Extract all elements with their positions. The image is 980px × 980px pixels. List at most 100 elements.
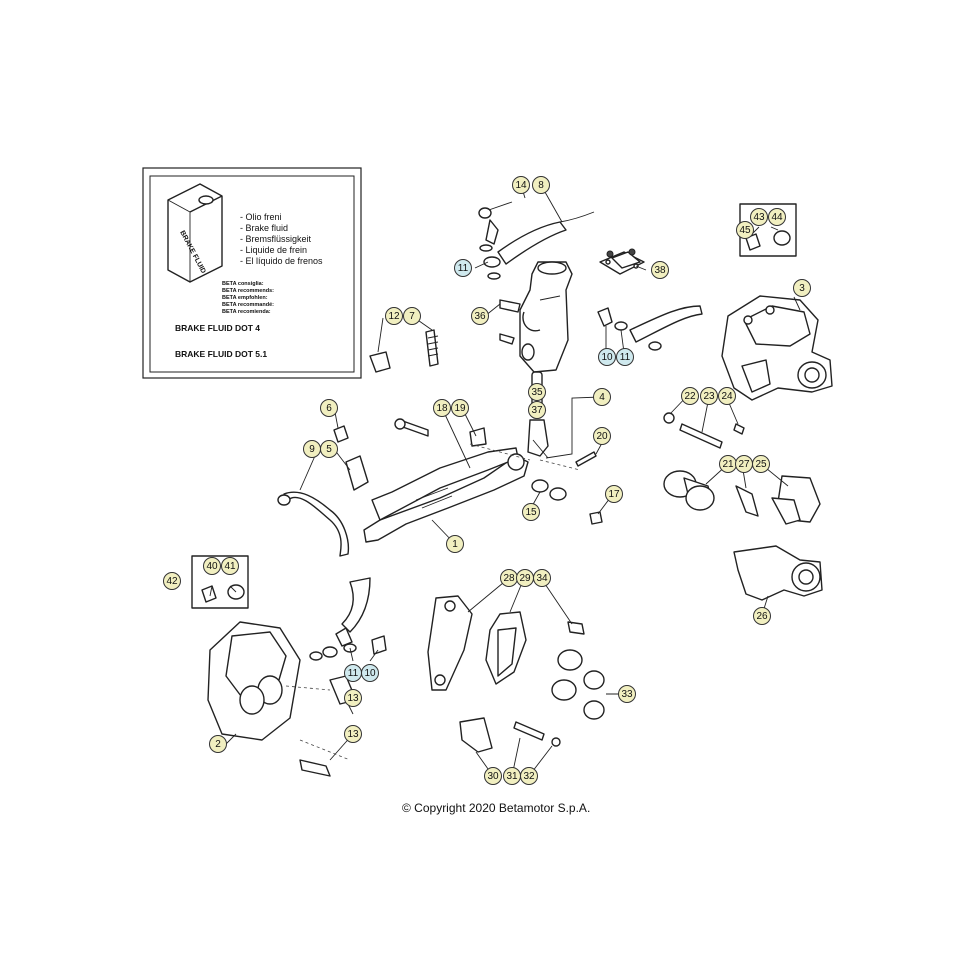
callout-5: 5: [320, 440, 338, 458]
callout-label: 18: [436, 403, 448, 414]
callout-1: 1: [446, 535, 464, 553]
callout-20: 20: [593, 427, 611, 445]
front-pistons: [551, 649, 605, 720]
callout-circle: [320, 399, 338, 417]
callout-label: 27: [738, 459, 750, 470]
callout-circle: [344, 725, 362, 743]
front-pins: [459, 717, 561, 753]
callout-circle: [484, 767, 502, 785]
callout-label: 11: [458, 263, 469, 274]
callout-label: 11: [620, 352, 631, 363]
return-spring: [369, 329, 439, 373]
callout-label: 13: [347, 729, 359, 740]
recommend-3: BETA empfohlen:: [222, 295, 268, 301]
callout-label: 22: [684, 391, 696, 402]
callout-circle: [605, 485, 623, 503]
callout-label: 30: [487, 771, 499, 782]
callout-circle: [768, 208, 786, 226]
callout-9: 9: [303, 440, 321, 458]
callout-7: 7: [403, 307, 421, 325]
callout-circle: [593, 388, 611, 406]
legend-line-5: - El líquido de frenos: [240, 256, 323, 266]
callout-33: 33: [618, 685, 636, 703]
callout-circle: [522, 503, 540, 521]
callout-circle: [753, 607, 771, 625]
callout-circle: [433, 399, 451, 417]
callout-37: 37: [528, 401, 546, 419]
callout-34: 34: [533, 569, 551, 587]
callout-40: 40: [203, 557, 221, 575]
callout-45: 45: [736, 221, 754, 239]
callout-label: 6: [326, 403, 332, 414]
callout-label: 3: [799, 283, 805, 294]
callout-36: 36: [471, 307, 489, 325]
callout-circle: [533, 569, 551, 587]
callout-label: 13: [347, 693, 359, 704]
callout-circle: [616, 348, 634, 366]
recommend-5: BETA recomienda:: [222, 309, 271, 315]
rear-caliper: [721, 295, 833, 401]
callout-41: 41: [221, 557, 239, 575]
callout-label: 36: [474, 311, 486, 322]
callout-label: 40: [206, 561, 218, 572]
upper-hose-assembly: [478, 201, 595, 280]
callout-label: 19: [454, 403, 466, 414]
callout-circle: [512, 176, 530, 194]
callout-11: 11: [454, 259, 472, 277]
brake-pedal: [363, 418, 597, 543]
callout-circle: [520, 767, 538, 785]
callout-12: 12: [385, 307, 403, 325]
callout-27: 27: [735, 455, 753, 473]
callout-circle: [593, 427, 611, 445]
callout-2: 2: [209, 735, 227, 753]
callout-42: 42: [163, 572, 181, 590]
front-hose: [309, 577, 387, 661]
callout-13: 13: [344, 689, 362, 707]
callout-circle: [385, 307, 403, 325]
callout-circle: [471, 307, 489, 325]
callout-circle: [446, 535, 464, 553]
callout-17: 17: [605, 485, 623, 503]
callout-label: 14: [515, 180, 527, 191]
callout-circle: [752, 455, 770, 473]
front-caliper: [207, 621, 357, 777]
callout-label: 10: [364, 668, 376, 679]
recommend-1: BETA consiglia:: [222, 281, 264, 287]
legend-line-1: - Olio freni: [240, 212, 282, 222]
callout-label: 35: [531, 387, 543, 398]
callout-label: 4: [599, 392, 605, 403]
callout-label: 45: [739, 225, 751, 236]
rear-pistons-and-pads: [663, 470, 821, 525]
callout-label: 37: [531, 405, 543, 416]
callout-label: 38: [654, 265, 666, 276]
callout-label: 32: [523, 771, 535, 782]
callout-label: 41: [224, 561, 236, 572]
callout-label: 31: [506, 771, 518, 782]
callout-6: 6: [320, 399, 338, 417]
callout-label: 21: [722, 459, 734, 470]
callout-label: 43: [753, 212, 765, 223]
callout-11: 11: [616, 348, 634, 366]
callout-label: 11: [348, 668, 359, 679]
legend-dot51: BRAKE FLUID DOT 5.1: [175, 349, 267, 359]
callout-label: 26: [756, 611, 768, 622]
callout-18: 18: [433, 399, 451, 417]
caliper-bracket: [733, 545, 823, 601]
callout-circle: [221, 557, 239, 575]
callout-label: 2: [215, 739, 221, 750]
pivot-bushings: [531, 479, 603, 525]
callout-26: 26: [753, 607, 771, 625]
callout-circle: [528, 383, 546, 401]
callout-label: 25: [755, 459, 767, 470]
callout-38: 38: [651, 261, 669, 279]
callout-23: 23: [700, 387, 718, 405]
callout-10: 10: [361, 664, 379, 682]
legend-dot4: BRAKE FLUID DOT 4: [175, 323, 260, 333]
callout-circle: [598, 348, 616, 366]
callout-circle: [320, 440, 338, 458]
callout-circle: [718, 387, 736, 405]
legend-line-4: - Liquide de frein: [240, 245, 307, 255]
callout-circle: [618, 685, 636, 703]
callout-label: 1: [452, 539, 458, 550]
